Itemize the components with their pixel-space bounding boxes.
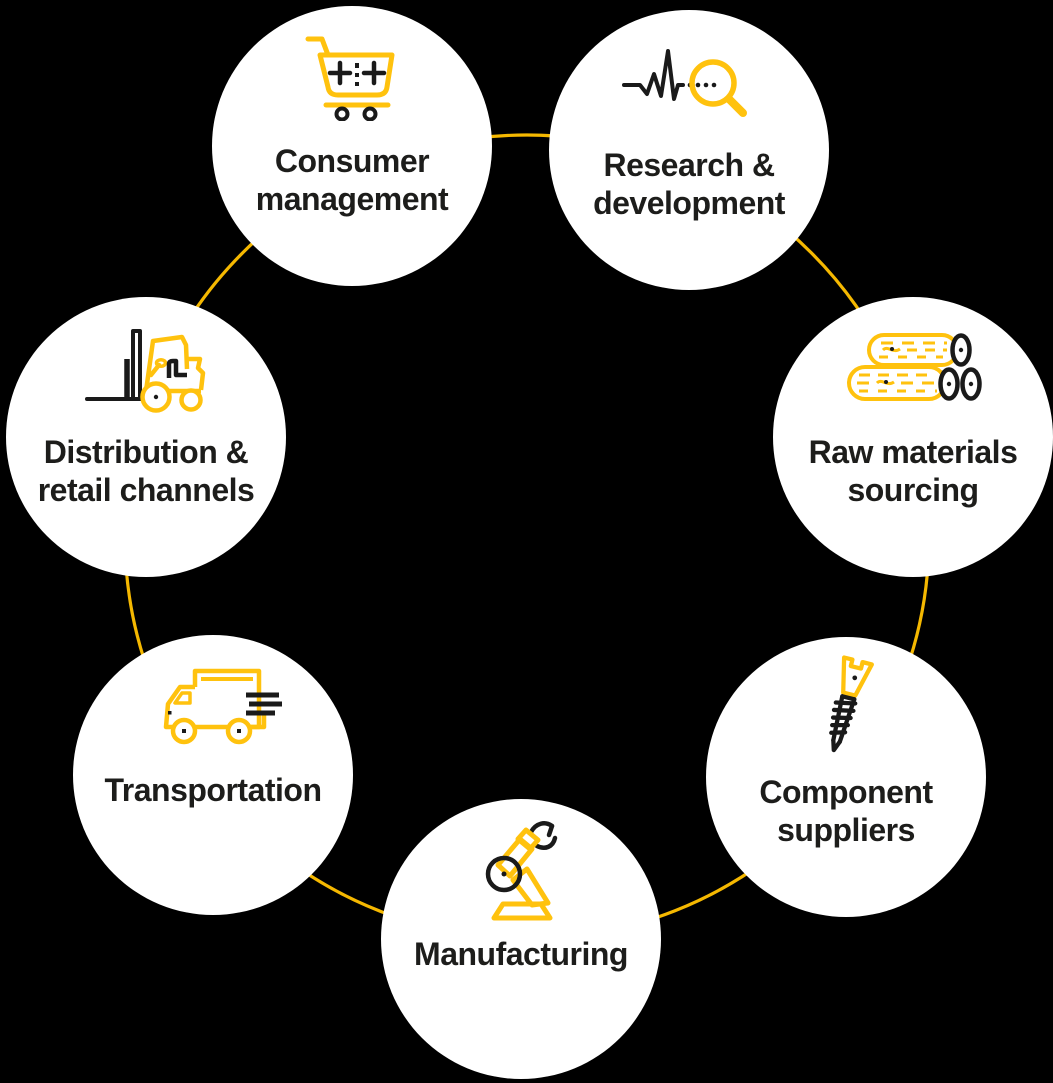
delivery-truck-icon (143, 657, 283, 757)
node-label: Raw materials sourcing (808, 434, 1018, 508)
node-manufacturing: Manufacturing (381, 799, 661, 1079)
screw-icon (804, 655, 888, 759)
pulse-magnifier-icon (621, 32, 757, 132)
node-label: Distribution & retail channels (37, 434, 255, 508)
node-label: Component suppliers (759, 774, 933, 848)
forklift-icon (83, 319, 209, 419)
node-raw-materials-sourcing: Raw materials sourcing (773, 297, 1053, 577)
node-component-suppliers: Component suppliers (706, 637, 986, 917)
wood-logs-icon (843, 319, 983, 419)
node-label: Transportation (104, 772, 322, 808)
node-transportation: Transportation (73, 635, 353, 915)
shopping-cart-icon (304, 28, 400, 128)
node-label: Research & development (593, 147, 785, 221)
node-consumer-management: Consumer management (212, 6, 492, 286)
node-label: Manufacturing (414, 936, 628, 972)
node-distribution-retail-channels: Distribution & retail channels (6, 297, 286, 577)
node-label: Consumer management (255, 143, 449, 217)
node-research-development: Research & development (549, 10, 829, 290)
robot-arm-icon (468, 821, 574, 921)
